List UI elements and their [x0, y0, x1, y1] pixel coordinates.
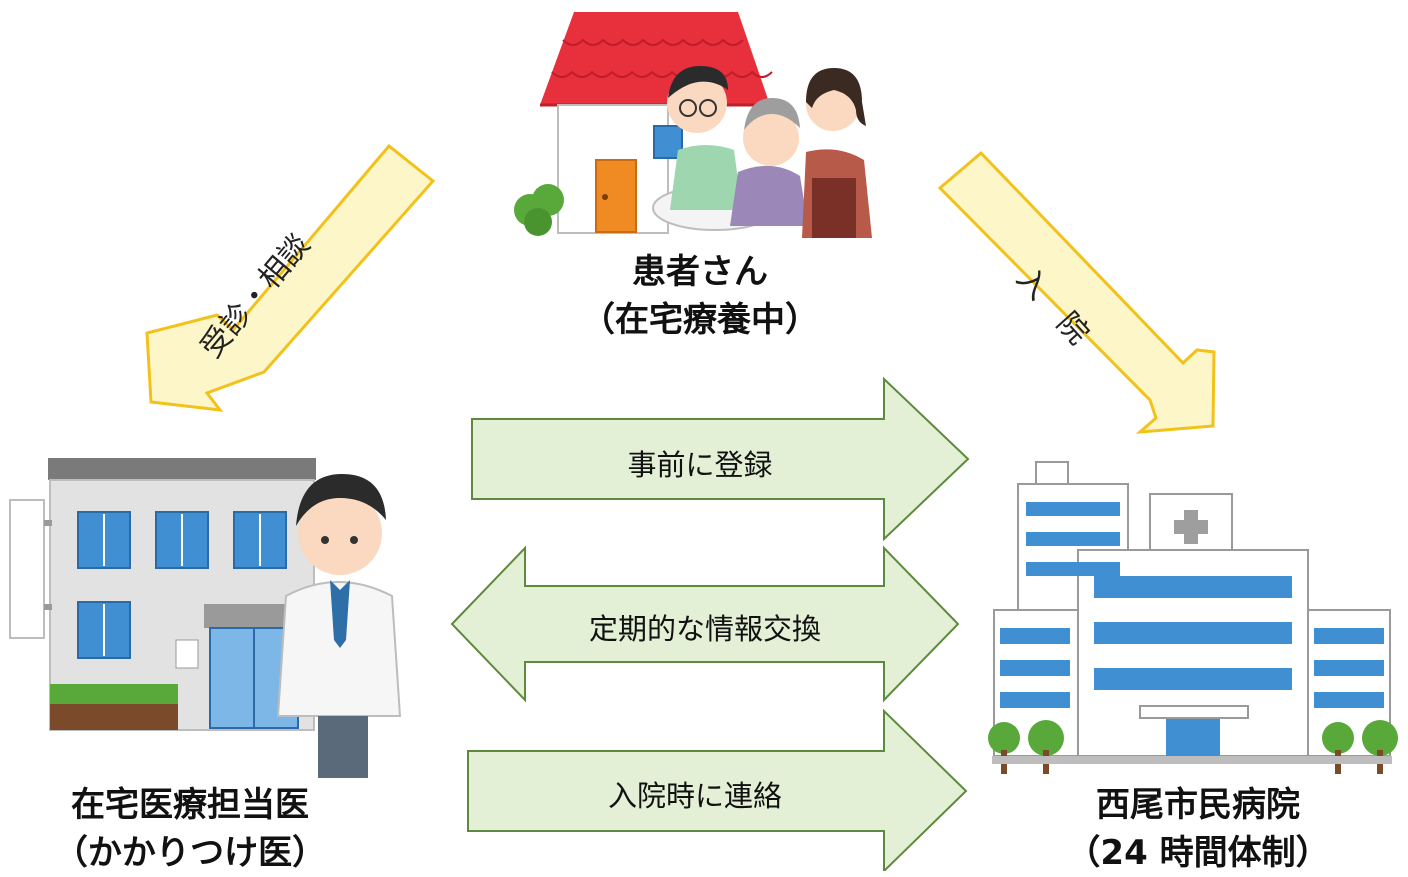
patient-title-line1: 患者さん	[632, 252, 768, 292]
register-arrow	[471, 376, 970, 542]
hospital-title: 西尾市民病院 （24 時間体制）	[1028, 781, 1368, 877]
consult-arrow	[145, 143, 436, 412]
exchange-arrow	[450, 545, 960, 703]
contact-label-text: 入院時に連絡	[607, 779, 782, 813]
admit-arrow	[937, 150, 1216, 434]
hospital-illustration	[988, 461, 1398, 774]
exchange-label-text: 定期的な情報交換	[588, 612, 821, 646]
contact-arrow	[467, 708, 968, 871]
exchange-label: 定期的な情報交換	[555, 606, 855, 648]
patient-house-illustration	[514, 12, 872, 238]
register-label: 事前に登録	[560, 442, 840, 484]
hospital-title-line1: 西尾市民病院	[1096, 785, 1300, 825]
clinic-title: 在宅医療担当医 （かかりつけ医）	[20, 781, 360, 877]
contact-label: 入院時に連絡	[555, 773, 835, 815]
hospital-title-line2: （24 時間体制）	[1066, 833, 1330, 873]
clinic-title-line1: 在宅医療担当医	[71, 785, 309, 825]
patient-title: 患者さん （在宅療養中）	[530, 248, 870, 344]
patient-title-line2: （在宅療養中）	[581, 300, 819, 340]
register-label-text: 事前に登録	[627, 448, 773, 482]
clinic-title-line2: （かかりつけ医）	[53, 833, 327, 873]
clinic-doctor-illustration	[9, 458, 402, 778]
